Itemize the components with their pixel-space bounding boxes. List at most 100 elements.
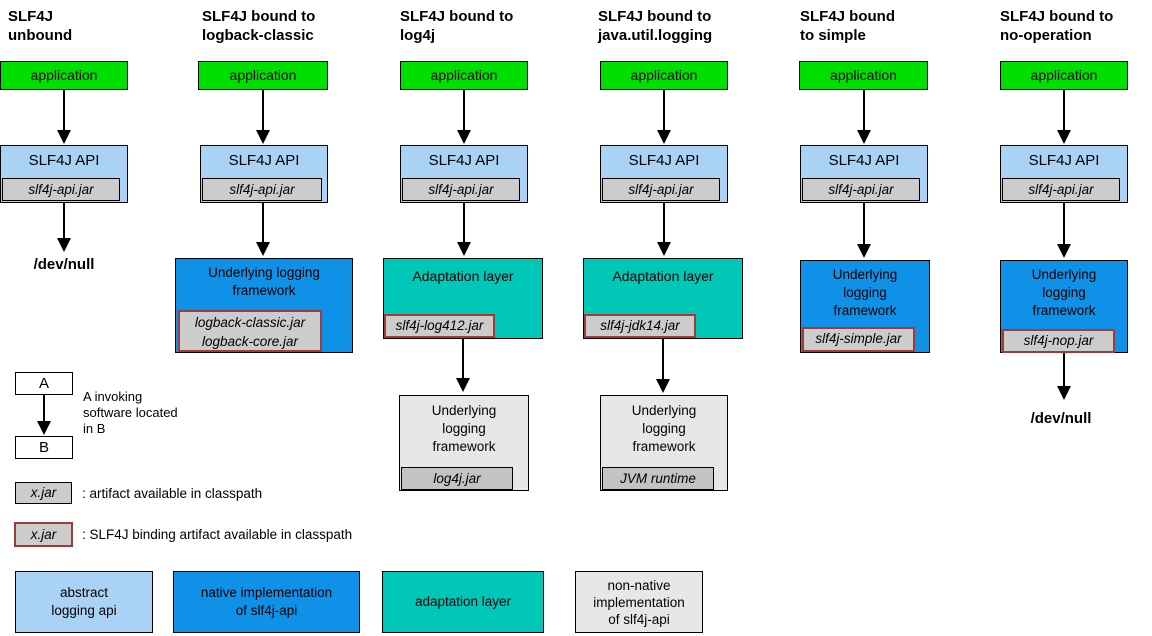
col5-api-jar-box: slf4j-api.jar <box>802 178 920 201</box>
framework-label: Underlying logging framework <box>801 261 929 320</box>
col3-underlying-framework-box: Underlying logging framework log4j.jar <box>399 395 529 491</box>
col5-underlying-framework-box: Underlying logging framework slf4j-simpl… <box>800 260 930 353</box>
text-line: framework <box>232 283 296 298</box>
text-line: Underlying <box>631 403 697 418</box>
framework-label: Underlying logging framework <box>400 396 528 456</box>
text-line: logging <box>1042 285 1086 300</box>
col1-application-box: application <box>0 61 128 90</box>
arrow-down-icon <box>1057 353 1071 400</box>
api-label: SLF4J API <box>628 152 700 169</box>
col3-adaptation-layer-box: Adaptation layer slf4j-log412.jar <box>383 258 543 339</box>
arrow-down-icon <box>457 90 471 144</box>
col2-slf4j-api-box: SLF4J API slf4j-api.jar <box>200 145 328 203</box>
col6-devnull-label: /dev/null <box>1030 410 1092 427</box>
arrow-down-icon <box>857 203 871 258</box>
col2-underlying-framework-box: Underlying logging framework logback-cla… <box>175 258 353 353</box>
col4-adaptation-layer-box: Adaptation layer slf4j-jdk14.jar <box>583 258 743 339</box>
api-label: SLF4J API <box>428 152 500 169</box>
arrow-down-icon <box>1057 90 1071 144</box>
legend-artifact-text: : artifact available in classpath <box>82 486 263 501</box>
arrow-down-icon <box>256 203 270 256</box>
text-line: abstract <box>59 585 109 600</box>
arrow-down-icon <box>656 339 670 393</box>
text-line: framework <box>432 439 496 454</box>
legend-box-b: B <box>15 436 73 459</box>
arrow-down-icon <box>57 202 71 252</box>
text-line: A invoking <box>83 389 143 404</box>
col1-devnull-label: /dev/null <box>33 256 95 273</box>
text-line: in B <box>83 421 106 436</box>
arrow-down-icon <box>657 90 671 144</box>
key-nonnative-implementation: non-native implementation of slf4j-api <box>575 571 703 633</box>
col5-slf4j-api-box: SLF4J API slf4j-api.jar <box>800 145 928 203</box>
col4-slf4j-api-box: SLF4J API slf4j-api.jar <box>600 145 728 203</box>
arrow-down-icon <box>256 90 270 144</box>
title-line: to simple <box>800 27 866 44</box>
col2-title: SLF4J bound to logback-classic <box>202 7 315 45</box>
text-line: logging api <box>51 603 117 618</box>
col4-binding-jar-box: slf4j-jdk14.jar <box>584 314 696 338</box>
arrow-down-icon <box>657 203 671 256</box>
legend-box-a: A <box>15 372 73 395</box>
text-line: native implementation <box>200 585 333 600</box>
arrow-down-icon <box>456 339 470 392</box>
col2-binding-jar-box: logback-classic.jar logback-core.jar <box>178 310 322 352</box>
title-line: SLF4J bound <box>800 8 895 25</box>
col6-binding-jar-box: slf4j-nop.jar <box>1002 329 1115 353</box>
col6-slf4j-api-box: SLF4J API slf4j-api.jar <box>1000 145 1128 203</box>
col4-title: SLF4J bound to java.util.logging <box>598 7 712 45</box>
col1-slf4j-api-box: SLF4J API slf4j-api.jar <box>0 145 128 203</box>
col3-title: SLF4J bound to log4j <box>400 7 513 45</box>
api-label: SLF4J API <box>28 152 100 169</box>
col4-api-jar-box: slf4j-api.jar <box>602 178 720 201</box>
col6-application-box: application <box>1000 61 1128 90</box>
col5-application-box: application <box>799 61 928 90</box>
col3-framework-jar-box: log4j.jar <box>401 467 513 490</box>
api-label: SLF4J API <box>828 152 900 169</box>
text-line: adaptation layer <box>414 594 512 609</box>
adaptation-label: Adaptation layer <box>612 268 714 284</box>
jar-line: logback-core.jar <box>201 334 299 349</box>
key-abstract-logging-api: abstract logging api <box>15 571 153 633</box>
adaptation-label: Adaptation layer <box>412 268 514 284</box>
col1-title: SLF4J unbound <box>8 7 72 45</box>
text-line: Underlying <box>832 267 898 282</box>
title-line: SLF4J bound to <box>400 8 514 25</box>
col6-title: SLF4J bound to no-operation <box>1000 7 1113 45</box>
api-label: SLF4J API <box>1028 152 1100 169</box>
col5-binding-jar-box: slf4j-simple.jar <box>802 327 915 352</box>
title-line: logback-classic <box>202 27 314 44</box>
col4-underlying-framework-box: Underlying logging framework JVM runtime <box>600 395 728 491</box>
text-line: software located <box>83 405 178 420</box>
framework-label: Underlying logging framework <box>176 259 352 300</box>
title-line: java.util.logging <box>598 27 713 44</box>
col5-title: SLF4J bound to simple <box>800 7 895 45</box>
key-native-implementation: native implementation of slf4j-api <box>173 571 360 633</box>
title-line: SLF4J bound to <box>598 8 712 25</box>
legend-binding-jar-box: x.jar <box>14 522 73 547</box>
text-line: implementation <box>593 594 685 610</box>
arrow-down-icon <box>1057 203 1071 258</box>
text-line: framework <box>632 439 696 454</box>
text-line: logging <box>442 421 486 436</box>
col4-framework-jar-box: JVM runtime <box>602 467 714 490</box>
col3-api-jar-box: slf4j-api.jar <box>402 178 520 201</box>
col3-application-box: application <box>400 61 528 90</box>
arrow-down-icon <box>57 90 71 144</box>
title-line: SLF4J <box>8 8 54 25</box>
col2-application-box: application <box>198 61 328 90</box>
text-line: non-native <box>607 577 671 593</box>
key-adaptation-layer: adaptation layer <box>382 571 544 633</box>
col1-api-jar-box: slf4j-api.jar <box>2 178 120 201</box>
col3-binding-jar-box: slf4j-log412.jar <box>384 314 495 338</box>
title-line: no-operation <box>1000 27 1092 44</box>
text-line: Underlying logging <box>208 265 320 280</box>
legend-invoke-text: A invoking software located in B <box>83 389 178 437</box>
text-line: of slf4j-api <box>235 603 298 618</box>
text-line: of slf4j-api <box>608 611 670 627</box>
text-line: Underlying <box>431 403 497 418</box>
legend-binding-text: : SLF4J binding artifact available in cl… <box>82 527 353 542</box>
col4-application-box: application <box>600 61 728 90</box>
text-line: logging <box>642 421 686 436</box>
framework-label: Underlying logging framework <box>601 396 727 456</box>
